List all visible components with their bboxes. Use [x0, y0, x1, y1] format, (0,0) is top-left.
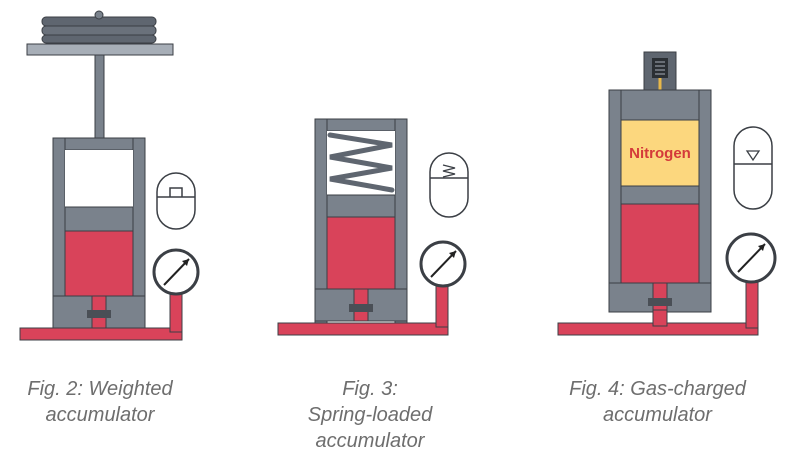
- spring-coil: [327, 132, 395, 193]
- spring-cylinder: [314, 118, 408, 327]
- fig3-caption-line2: Spring-loaded: [307, 404, 433, 426]
- gas-valve: [643, 51, 677, 112]
- fig2-caption: Fig. 2: Weighted accumulator: [15, 376, 185, 428]
- hydraulic-fluid: [64, 230, 134, 297]
- gas-accumulator: Nitrogen: [557, 51, 777, 336]
- fig3-caption: Fig. 3: Spring-loaded accumulator: [290, 376, 450, 454]
- spring-pipe: [277, 322, 449, 336]
- fig3-caption-line1: Fig. 3:: [342, 378, 398, 400]
- fig4-caption: Fig. 4: Gas-charged accumulator: [555, 376, 760, 428]
- hydraulic-fluid-spring: [326, 216, 396, 290]
- pressure-gauge-icon: [725, 232, 777, 284]
- weighted-accumulator: [19, 10, 200, 341]
- fig4-caption-line2: accumulator: [603, 404, 712, 426]
- fig4-caption-line1: Fig. 4: Gas-charged: [569, 378, 746, 400]
- hydraulic-fluid-gas: [620, 203, 700, 284]
- gas-cylinder: [608, 89, 712, 314]
- weight-stack: [26, 10, 174, 56]
- spring-accumulator-symbol: [429, 152, 469, 218]
- weighted-accumulator-symbol: [156, 172, 196, 230]
- spring-accumulator: [277, 118, 469, 336]
- weighted-cylinder: [52, 137, 146, 329]
- gas-label: Nitrogen: [629, 145, 691, 162]
- pressure-gauge-icon: [419, 240, 467, 288]
- fig3-caption-line3: accumulator: [315, 430, 425, 452]
- pressure-gauge-icon: [152, 248, 200, 296]
- nitrogen-chamber: [620, 119, 700, 187]
- fig2-caption-line1: Fig. 2: Weighted: [27, 378, 173, 400]
- fig2-caption-line2: accumulator: [45, 404, 155, 426]
- gas-accumulator-symbol: [733, 126, 773, 210]
